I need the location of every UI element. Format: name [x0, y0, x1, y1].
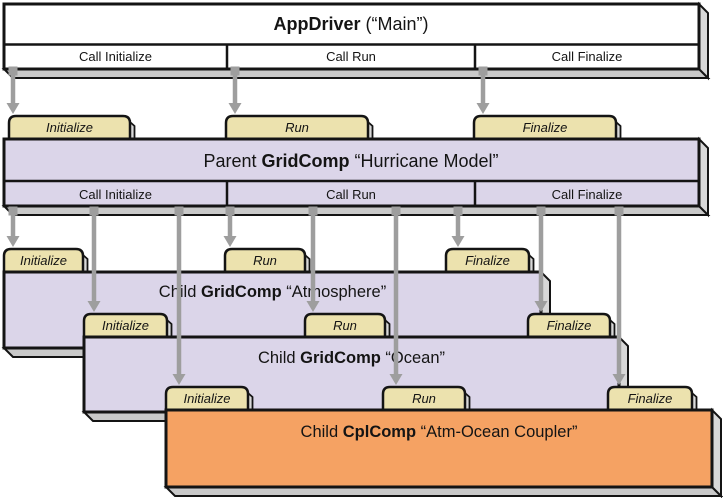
coupler-tab-run: Run: [381, 385, 471, 412]
arrow-parent-to-coupler-initialize: [172, 206, 186, 385]
arrow-head: [306, 301, 320, 312]
arrow-parent-to-ocean-run: [306, 206, 320, 312]
arrow-head: [228, 103, 242, 114]
tab-label: Finalize: [465, 253, 510, 268]
box-face: [2, 2, 701, 71]
parent-call-initialize: Call Initialize: [79, 187, 152, 202]
box-face: [164, 408, 714, 489]
arrow-parent-to-ocean-finalize: [534, 206, 548, 312]
tab-shape: [381, 385, 467, 412]
coupler-tab-finalize: Finalize: [606, 385, 698, 412]
arrow-head: [389, 374, 403, 385]
atmosphere-tab-run: Run: [223, 247, 311, 274]
coupler-tab-initialize: Initialize: [164, 385, 254, 412]
tab-shape: [526, 312, 612, 339]
parent-tab-initialize: Initialize: [7, 114, 136, 141]
atmosphere-tab-finalize: Finalize: [444, 247, 535, 274]
ocean-tab-run: Run: [303, 312, 391, 339]
atmosphere-tab-initialize: Initialize: [2, 247, 89, 274]
child-cplcomp-title: Child CplComp “Atm-Ocean Coupler”: [301, 423, 578, 441]
parent-gridcomp-box: Parent GridComp “Hurricane Model” Call I…: [1, 136, 711, 218]
arrow-head: [87, 301, 101, 312]
tab-shape: [224, 114, 370, 141]
arrow-head: [476, 103, 490, 114]
parent-call-finalize: Call Finalize: [552, 187, 623, 202]
tab-label: Initialize: [46, 120, 93, 135]
arrow-appdriver-to-parent-finalize: [476, 66, 490, 114]
arrow-head: [451, 236, 465, 247]
parent-tab-finalize: Finalize: [472, 114, 622, 141]
ocean-tab-finalize: Finalize: [526, 312, 616, 339]
arrow-head: [6, 103, 20, 114]
tab-label: Initialize: [102, 318, 149, 333]
ocean-tab-initialize: Initialize: [82, 312, 173, 339]
appdriver-call-finalize: Call Finalize: [552, 49, 623, 64]
arrow-parent-to-ocean-initialize: [87, 206, 101, 312]
arrow-parent-to-atmosphere-initialize: [6, 206, 20, 247]
tab-shape: [472, 114, 618, 141]
arrow-head: [534, 301, 548, 312]
tab-label: Finalize: [547, 318, 592, 333]
tab-label: Initialize: [184, 391, 231, 406]
tab-shape: [606, 385, 694, 412]
appdriver-call-initialize: Call Initialize: [79, 49, 152, 64]
appdriver-title: AppDriver (“Main”): [273, 14, 428, 34]
parent-call-run: Call Run: [326, 187, 376, 202]
arrow-head: [6, 236, 20, 247]
tab-label: Run: [285, 120, 309, 135]
box-face: [2, 137, 701, 208]
tab-shape: [223, 247, 307, 274]
arrow-parent-to-coupler-run: [389, 206, 403, 385]
tab-shape: [2, 247, 85, 274]
arrow-head: [612, 374, 626, 385]
arrow-parent-to-atmosphere-run: [223, 206, 237, 247]
appdriver-call-run: Call Run: [326, 49, 376, 64]
tab-shape: [7, 114, 132, 141]
tab-shape: [303, 312, 387, 339]
tab-label: Initialize: [20, 253, 67, 268]
child-ocean-title: Child GridComp “Ocean”: [258, 349, 445, 367]
tab-label: Finalize: [523, 120, 568, 135]
tab-label: Finalize: [628, 391, 673, 406]
arrow-appdriver-to-parent-initialize: [6, 66, 20, 114]
tab-label: Run: [333, 318, 357, 333]
arrow-head: [172, 374, 186, 385]
parent-gridcomp-title: Parent GridComp “Hurricane Model”: [203, 151, 498, 171]
child-cplcomp-box: Child CplComp “Atm-Ocean Coupler”: [163, 407, 723, 498]
child-atmosphere-title: Child GridComp “Atmosphere”: [159, 283, 386, 301]
tab-shape: [444, 247, 531, 274]
tab-label: Run: [412, 391, 436, 406]
arrow-appdriver-to-parent-run: [228, 66, 242, 114]
appdriver-box: AppDriver (“Main”) Call Initialize Call …: [1, 1, 711, 81]
tab-shape: [82, 312, 169, 339]
tab-label: Run: [253, 253, 277, 268]
arrow-parent-to-atmosphere-finalize: [451, 206, 465, 247]
arrow-head: [223, 236, 237, 247]
tab-shape: [164, 385, 250, 412]
parent-tab-run: Run: [224, 114, 374, 141]
arrow-parent-to-coupler-finalize: [612, 206, 626, 385]
